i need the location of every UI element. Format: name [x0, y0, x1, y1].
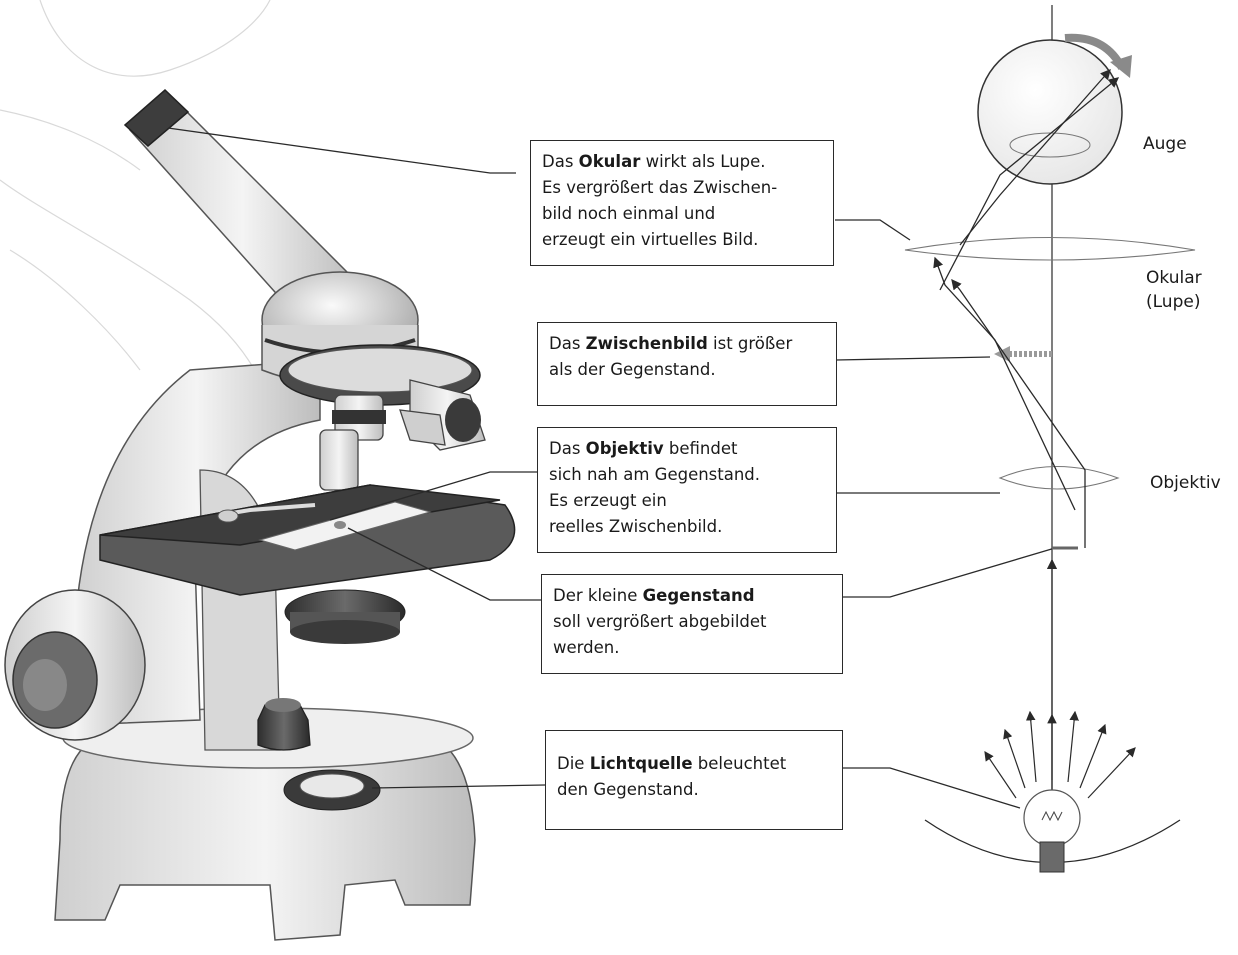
eye [978, 40, 1122, 184]
ocular-lens [905, 238, 1195, 261]
term-objektiv: Objektiv [586, 439, 664, 458]
microscope-illustration [5, 90, 515, 940]
objektiv-callout: Das Objektiv befindet sich nah am Gegens… [537, 427, 837, 553]
label-auge: Auge [1143, 132, 1187, 156]
lichtquelle-callout: Die Lichtquelle beleuchtet den Gegenstan… [545, 730, 843, 830]
okular-callout: Das Okular wirkt als Lupe. Es vergrößert… [530, 140, 834, 266]
label-objektiv: Objektiv [1150, 471, 1221, 495]
term-lichtquelle: Lichtquelle [590, 754, 693, 773]
light-bulb-icon [925, 712, 1180, 872]
term-okular: Okular [579, 152, 641, 171]
label-okular-lupe: Okular (Lupe) [1146, 266, 1202, 314]
term-zwischenbild: Zwischenbild [586, 334, 708, 353]
zwischenbild-callout: Das Zwischenbild ist größer als der Gege… [537, 322, 837, 406]
gegenstand-callout: Der kleine Gegenstand soll vergrößert ab… [541, 574, 843, 674]
term-gegenstand: Gegenstand [643, 586, 755, 605]
objective-lens [1000, 467, 1118, 490]
